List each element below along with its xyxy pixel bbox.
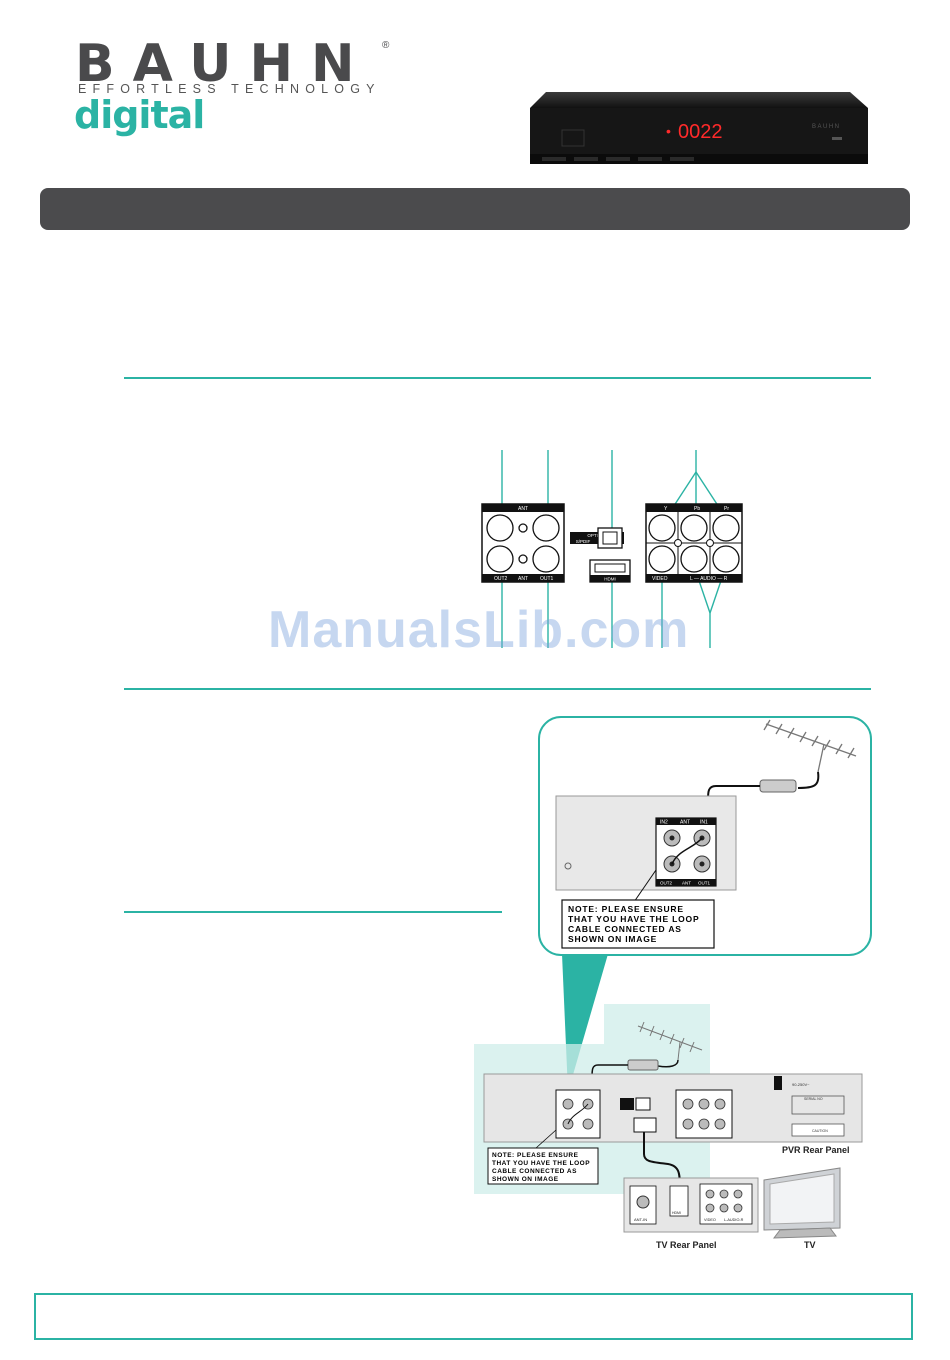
pvr-rear-panel-label: PVR Rear Panel: [782, 1145, 850, 1155]
caution-label: CAUTION: [812, 1129, 828, 1133]
video-label: VIDEO: [652, 576, 668, 582]
tv-audio-label: L-AUDIO-R: [724, 1218, 744, 1222]
loop-cable-inset: IN2 ANT IN1 OUT2 ANT OUT1 NOTE: PLEASE E…: [538, 716, 872, 956]
out1-label: OUT1: [540, 576, 554, 582]
ant-label-bottom: ANT: [518, 576, 528, 582]
watermark: ManualsLib.com: [268, 601, 690, 659]
footer-box: [34, 1293, 913, 1340]
inset-out2-label: OUT2: [660, 881, 672, 886]
section-divider: [124, 911, 502, 913]
brand-tagline: EFFORTLESS TECHNOLOGY: [78, 82, 381, 96]
tv-video-label: VIDEO: [704, 1218, 716, 1222]
section-divider: [124, 377, 871, 379]
diagram-note-line-2: THAT YOU HAVE THE LOOP: [492, 1160, 590, 1167]
serial-label: SERIAL NO: [804, 1097, 823, 1101]
inset-ant-label: ANT: [680, 820, 690, 826]
inset-note-line-3: CABLE CONNECTED AS: [568, 924, 682, 934]
brand-logo: BAUHN: [75, 34, 373, 94]
inset-in1-label: IN1: [700, 820, 708, 826]
tv-rear-panel-label: TV Rear Panel: [656, 1240, 717, 1250]
section-title-bar: [40, 188, 910, 230]
set-top-box-image: • 0022 BAUHN: [530, 92, 868, 164]
inset-note-line-1: NOTE: PLEASE ENSURE: [568, 904, 684, 914]
pb-label: Pb: [694, 506, 700, 512]
spdif-label: S/PDIF: [576, 539, 591, 544]
section-divider: [124, 688, 871, 690]
inset-out1-label: OUT1: [698, 881, 710, 886]
svg-text:90-250V~: 90-250V~: [792, 1082, 810, 1087]
inset-ant-label-bottom: ANT: [682, 881, 691, 886]
product-line-label: digital: [74, 93, 205, 137]
diagram-note-line-1: NOTE: PLEASE ENSURE: [492, 1152, 579, 1159]
tv-label: TV: [804, 1240, 816, 1250]
tv-hdmi-label: HDMI: [672, 1211, 681, 1215]
rear-panel-connectors-diagram: ANT OUT2 ANT OUT1 OPTICAL S/PDIF HDMI Y …: [481, 450, 743, 648]
optical-label: OPTICAL: [587, 533, 607, 538]
hdmi-label: HDMI: [604, 577, 616, 582]
y-label: Y: [664, 506, 668, 512]
inset-note-line-2: THAT YOU HAVE THE LOOP: [568, 914, 699, 924]
led-display: 0022: [678, 121, 723, 143]
ant-label: ANT: [518, 506, 528, 512]
pr-label: Pr: [724, 506, 729, 512]
svg-text:•: •: [666, 123, 671, 139]
connection-diagram: 90-250V~ SERIAL NO CAUTION PVR Rear Pane…: [474, 1004, 863, 1250]
audio-label: L — AUDIO — R: [690, 576, 728, 582]
diagram-note-line-4: SHOWN ON IMAGE: [492, 1176, 559, 1183]
out2-label: OUT2: [494, 576, 508, 582]
registered-mark: ®: [382, 40, 390, 51]
device-brand-label: BAUHN: [812, 124, 841, 130]
inset-in2-label: IN2: [660, 820, 668, 826]
inset-note-line-4: SHOWN ON IMAGE: [568, 934, 657, 944]
tv-ant-in-label: ANT-IN: [634, 1217, 647, 1222]
diagram-note-line-3: CABLE CONNECTED AS: [492, 1168, 577, 1175]
